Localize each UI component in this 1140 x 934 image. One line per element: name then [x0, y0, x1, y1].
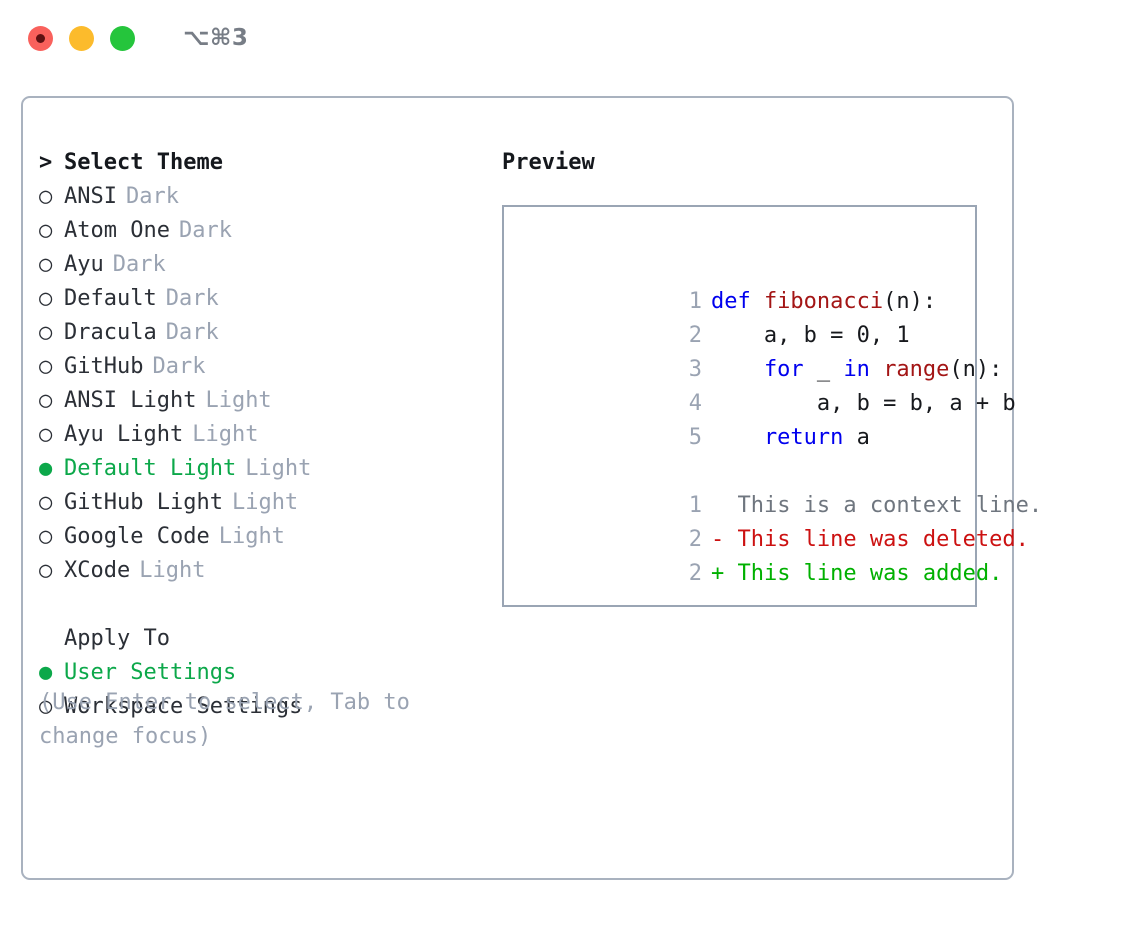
diff-line-deleted: 2- This line was deleted. [504, 489, 1029, 552]
code-line: 4 a, b = b, a + b [504, 353, 1016, 416]
theme-option-atom-one[interactable]: ○ Atom One Dark [39, 214, 479, 248]
theme-option-ansi-light[interactable]: ○ ANSI Light Light [39, 384, 479, 418]
radio-unselected-icon[interactable]: ○ [39, 320, 53, 345]
close-window-button[interactable] [28, 25, 53, 51]
radio-unselected-icon[interactable]: ○ [39, 286, 53, 311]
theme-category-tag: Dark [152, 354, 206, 379]
theme-option-github[interactable]: ○ GitHub Dark [39, 350, 479, 384]
radio-unselected-icon[interactable]: ○ [39, 354, 53, 379]
radio-unselected-icon[interactable]: ○ [39, 558, 53, 583]
code-token: range [883, 357, 950, 382]
main-panel: > Select Theme ○ ANSI Dark ○ Atom One Da… [21, 96, 1042, 880]
code-token: for [763, 357, 804, 382]
heading-indent-spacer: ○ [39, 622, 64, 656]
code-token: _ [803, 357, 844, 382]
diff-marker [711, 493, 724, 518]
diff-text: This is a context line. [737, 493, 1043, 518]
theme-option-default-light[interactable]: ● Default Light Light [39, 452, 479, 486]
theme-category-tag: Dark [165, 286, 219, 311]
theme-category-tag: Light [218, 524, 285, 549]
diff-marker: - [710, 527, 725, 552]
theme-option-dracula[interactable]: ○ Dracula Dark [39, 316, 479, 350]
preview-heading: Preview [502, 150, 595, 175]
radio-unselected-icon[interactable]: ○ [39, 184, 53, 209]
minimize-window-button[interactable] [69, 25, 94, 51]
code-line: 2 a, b = 0, 1 [504, 285, 975, 348]
theme-option-ayu[interactable]: ○ Ayu Dark [39, 248, 479, 282]
code-token [711, 357, 764, 382]
radio-unselected-icon[interactable]: ○ [39, 490, 53, 515]
theme-category-tag: Dark [112, 252, 166, 277]
prompt-caret-icon: > [39, 150, 53, 175]
line-number: 2 [688, 527, 702, 552]
line-number: 4 [688, 391, 702, 416]
diff-line-added: 2 + This line was added. [504, 523, 1003, 586]
theme-option-github-light[interactable]: ○ GitHub Light Light [39, 486, 479, 520]
theme-category-tag: Light [192, 422, 259, 447]
radio-unselected-icon[interactable]: ○ [39, 252, 53, 277]
line-number: 3 [688, 357, 702, 382]
radio-unselected-icon[interactable]: ○ [39, 388, 53, 413]
window-shortcut-label: ⌥⌘3 [183, 25, 249, 51]
apply-to-heading: ○ Apply To [39, 622, 479, 656]
select-theme-heading: > Select Theme [39, 146, 479, 180]
line-number: 5 [688, 425, 702, 450]
line-number: 2 [688, 561, 702, 586]
code-line: 3 for _ in range(n): [504, 319, 1003, 382]
diff-line-context: 1 This is a context line. [504, 455, 1042, 518]
theme-option-xcode[interactable]: ○ XCode Light [39, 554, 479, 588]
title-bar: ⌥⌘3 [0, 0, 1140, 76]
diff-text: This line was deleted. [737, 527, 1029, 552]
code-token: (n): [883, 289, 937, 314]
theme-category-tag: Light [245, 456, 312, 481]
code-token: a, b = b, a + b [710, 391, 1016, 416]
theme-category-tag: Light [231, 490, 299, 515]
theme-option-ansi[interactable]: ○ ANSI Dark [39, 180, 479, 214]
section-spacer [39, 588, 479, 622]
code-token: a [843, 425, 870, 450]
diff-text: This line was added. [737, 561, 1003, 586]
radio-selected-icon[interactable]: ● [39, 660, 53, 685]
theme-category-tag: Dark [178, 218, 232, 243]
theme-category-tag: Light [139, 558, 206, 583]
theme-chooser: > Select Theme ○ ANSI Dark ○ Atom One Da… [39, 146, 479, 724]
apply-to-option-workspace-settings[interactable]: ○ Workspace Settings [39, 690, 479, 724]
code-token: return [763, 425, 844, 450]
theme-category-tag: Dark [125, 184, 179, 209]
radio-unselected-icon[interactable]: ○ [39, 694, 53, 719]
code-token: fibonacci [763, 289, 884, 314]
theme-option-default[interactable]: ○ Default Dark [39, 282, 479, 316]
theme-option-ayu-light[interactable]: ○ Ayu Light Light [39, 418, 479, 452]
code-line: 5 return a [504, 387, 975, 450]
radio-unselected-icon[interactable]: ○ [39, 422, 53, 447]
code-token: a, b = 0, 1 [710, 323, 910, 348]
traffic-light-group [28, 25, 135, 51]
theme-category-tag: Dark [165, 320, 219, 345]
diff-marker: + [710, 561, 725, 586]
code-token: (n): [949, 357, 1003, 382]
theme-option-google-code[interactable]: ○ Google Code Light [39, 520, 479, 554]
keyboard-hint-text: (Use Enter to select, Tab to change focu… [39, 690, 410, 749]
line-number: 1 [688, 493, 702, 518]
zoom-window-button[interactable] [110, 25, 135, 51]
radio-unselected-icon[interactable]: ○ [39, 524, 53, 549]
code-line: 1 def fibonacci(n): [504, 251, 975, 314]
theme-category-tag: Light [205, 388, 272, 413]
line-number: 1 [688, 289, 702, 314]
radio-unselected-icon[interactable]: ○ [39, 218, 53, 243]
line-number: 2 [688, 323, 702, 348]
code-token [711, 425, 764, 450]
code-token [870, 357, 883, 382]
code-token: def [710, 289, 764, 314]
apply-to-option-user-settings[interactable]: ● User Settings [39, 656, 479, 690]
radio-selected-icon[interactable]: ● [39, 456, 53, 481]
code-token: in [843, 357, 870, 382]
